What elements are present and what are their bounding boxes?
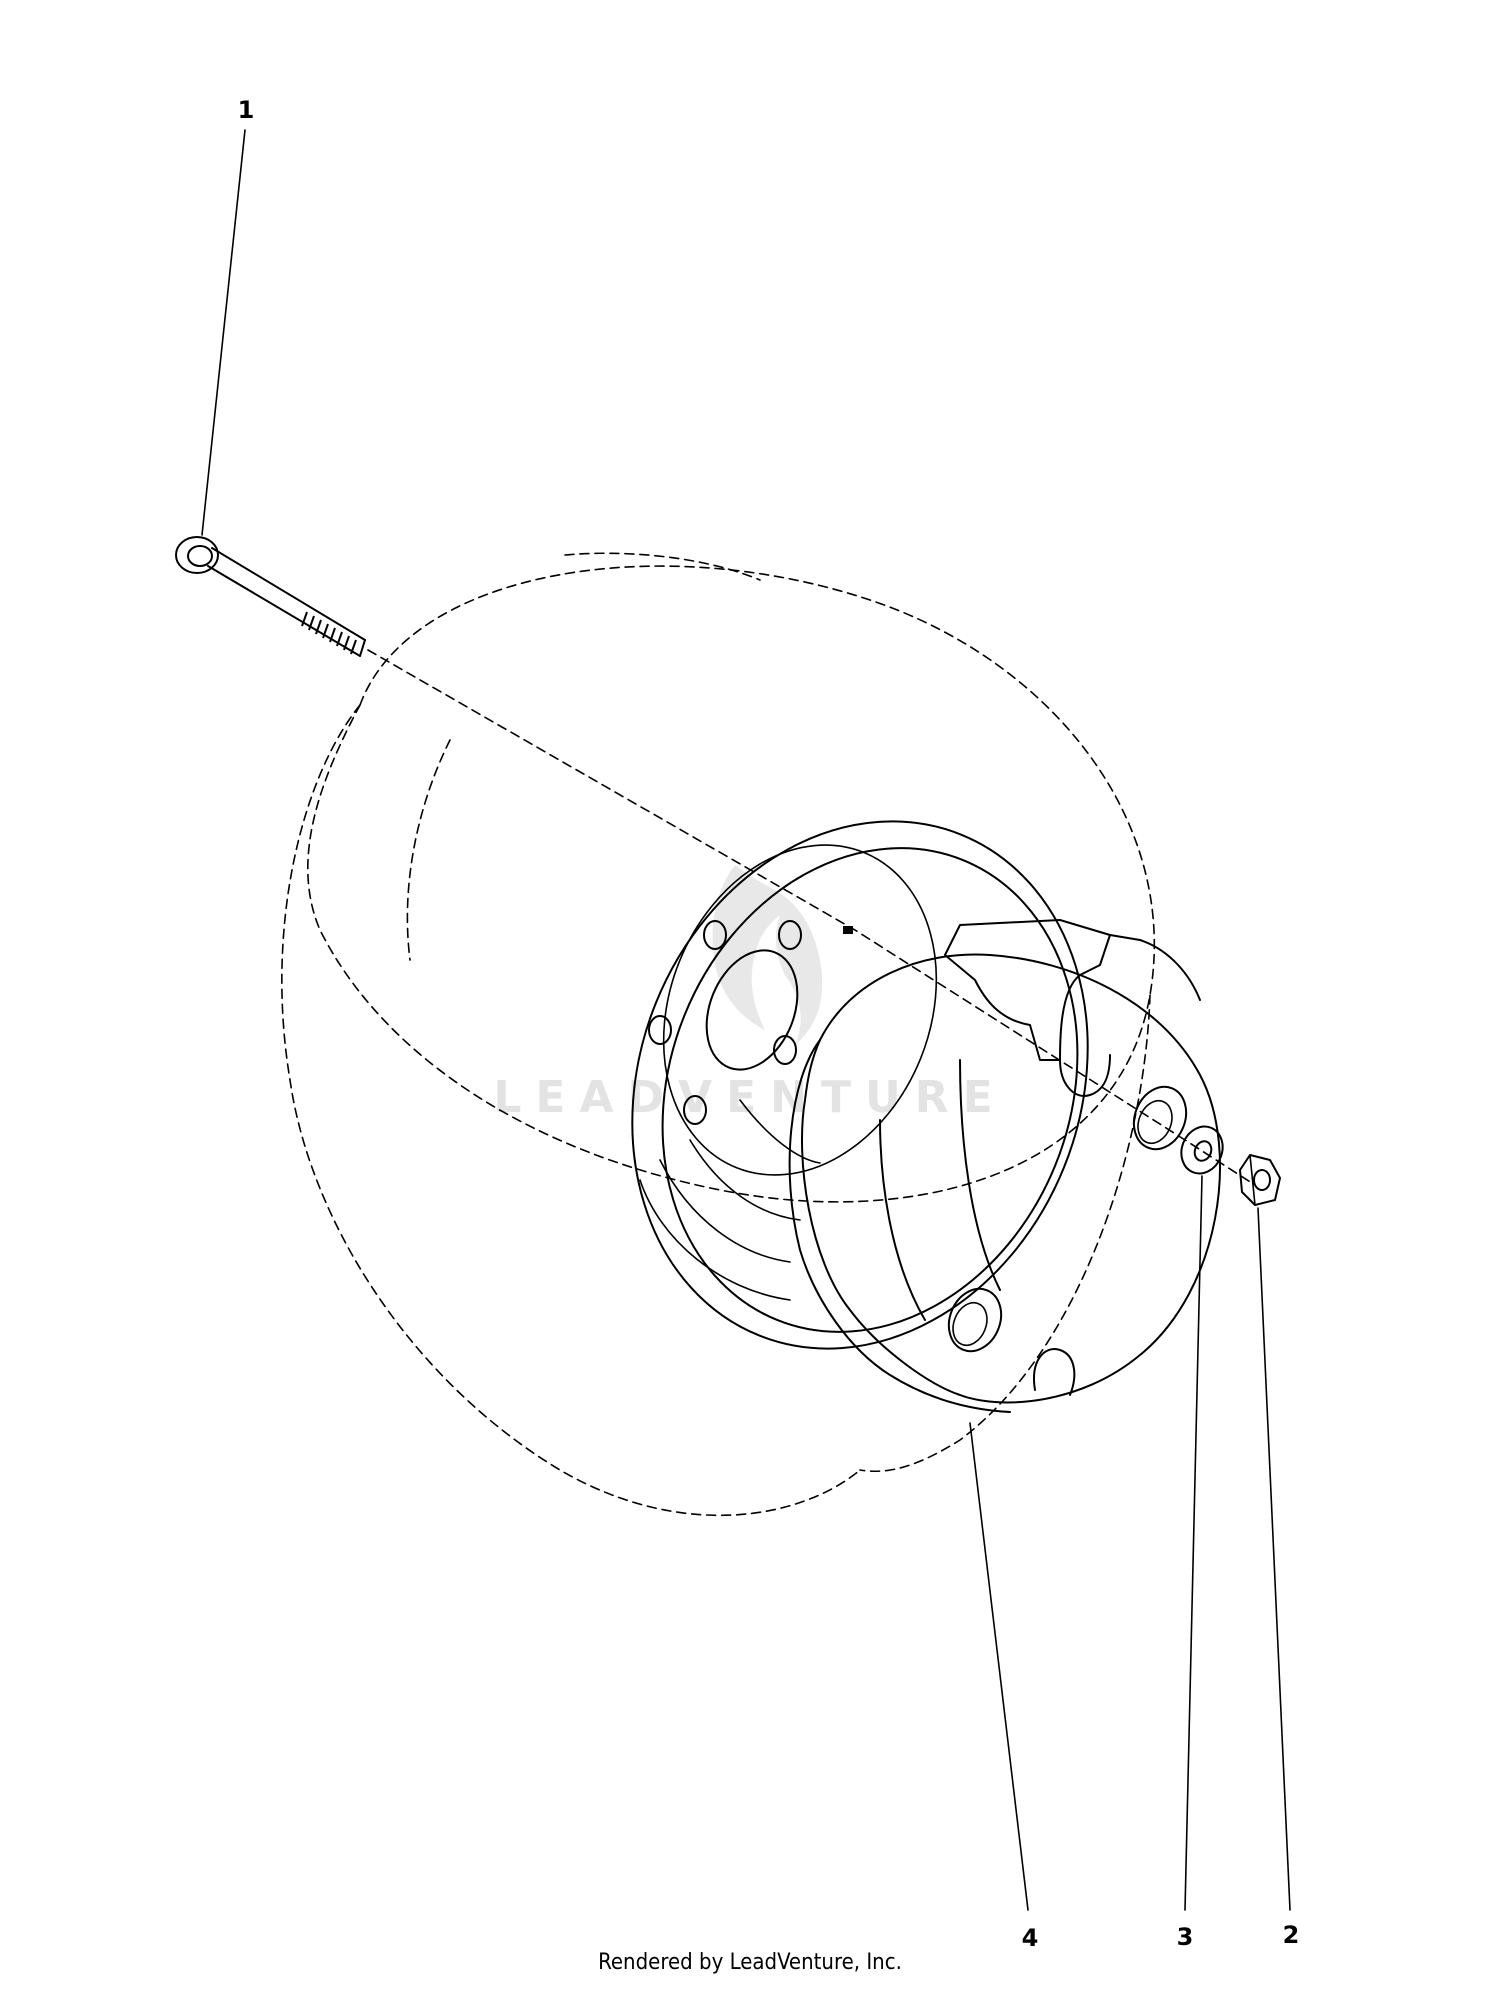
leader-lines: [201, 129, 1291, 1911]
washer: [1180, 1125, 1224, 1175]
callout-3: 3: [1177, 1923, 1194, 1951]
carriage-bolt: [175, 536, 366, 657]
hex-nut: [1239, 1154, 1281, 1206]
watermark-logo-icon: [712, 865, 823, 1045]
tire: [281, 552, 1156, 1517]
callout-2: 2: [1283, 1921, 1300, 1949]
callout-1: 1: [238, 96, 255, 124]
footer-credit: Rendered by LeadVenture, Inc.: [598, 1950, 902, 1975]
watermark-text: LEADVENTURE: [493, 1072, 1006, 1123]
wheel-weight: [788, 919, 1221, 1413]
watermark: LEADVENTURE: [493, 865, 1006, 1123]
wheel-rim: [631, 820, 1089, 1350]
callout-4: 4: [1022, 1924, 1039, 1952]
assembly-centerline: [367, 649, 1256, 1186]
bolt-thread: [301, 611, 357, 655]
